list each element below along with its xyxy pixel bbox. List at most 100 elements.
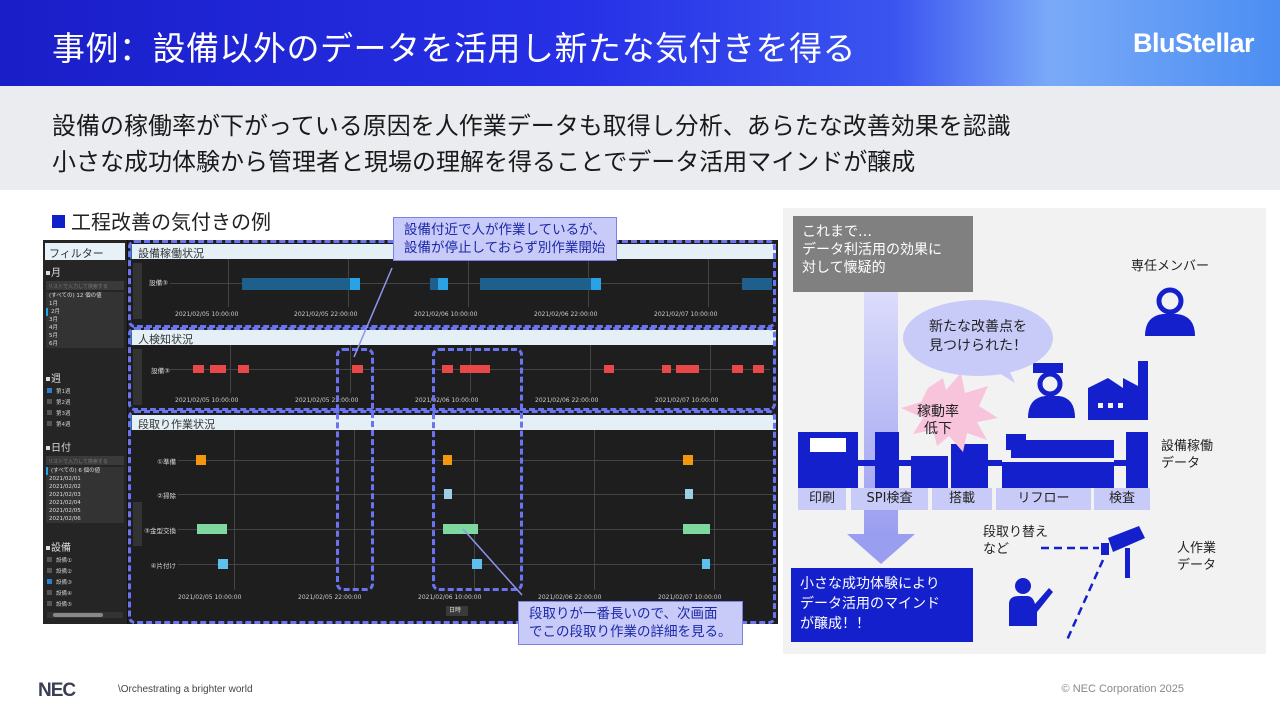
- footer-tagline: \Orchestrating a brighter world: [118, 684, 253, 695]
- filter-equipment-label: 設備: [46, 539, 124, 554]
- chart-controls[interactable]: [133, 349, 142, 405]
- week-checkbox[interactable]: 第4週: [47, 421, 123, 429]
- scrollbar-thumb[interactable]: [53, 613, 103, 617]
- slide-title: 事例：設備以外のデータを活用し新たな気付きを得る: [52, 29, 856, 68]
- clean-block[interactable]: [444, 489, 452, 499]
- row-label: 設備③: [151, 367, 170, 375]
- equipment-checkbox[interactable]: 設備⑤: [47, 601, 123, 609]
- date-item[interactable]: 2021/02/02: [49, 484, 81, 490]
- nec-logo: NEC: [38, 680, 76, 701]
- running-bar-end[interactable]: [591, 278, 601, 290]
- speech-bubble: 新たな改善点を 見つけられた！: [903, 300, 1053, 376]
- checkbox-icon: [47, 421, 52, 426]
- human-detected-block[interactable]: [238, 365, 249, 373]
- granularity-select[interactable]: 日時: [446, 606, 468, 616]
- date-item[interactable]: 2021/02/01: [49, 476, 81, 482]
- dedicated-member-label: 専任メンバー: [1131, 259, 1210, 274]
- human-detected-block[interactable]: [442, 365, 453, 373]
- chart-controls[interactable]: [133, 263, 142, 319]
- equipment-checkbox[interactable]: 設備③: [47, 579, 123, 587]
- human-detection-chart: 設備③ 2021/02/05 10:00:00 2021/02/05 22:00…: [130, 345, 776, 409]
- equipment-data-label: 設備稼働 データ: [1161, 439, 1214, 471]
- date-list: (すべての) 6 個の値 2021/02/01 2021/02/02 2021/…: [46, 467, 124, 523]
- cleanup-block[interactable]: [702, 559, 710, 569]
- panel-title: 段取り作業状況: [130, 415, 776, 431]
- human-detected-block[interactable]: [604, 365, 614, 373]
- human-detected-block[interactable]: [676, 365, 699, 373]
- week-checkbox[interactable]: 第1週: [47, 388, 123, 396]
- human-detected-block[interactable]: [753, 365, 764, 373]
- month-item[interactable]: 1月: [49, 301, 58, 307]
- mold-change-block[interactable]: [197, 524, 227, 534]
- clean-block[interactable]: [685, 489, 693, 499]
- running-bar[interactable]: [742, 278, 772, 290]
- prep-block[interactable]: [196, 455, 206, 465]
- highlight-column-2: [432, 348, 523, 591]
- date-item[interactable]: 2021/02/06: [49, 516, 81, 522]
- human-detected-block[interactable]: [352, 365, 363, 373]
- equipment-checkbox[interactable]: 設備②: [47, 568, 123, 576]
- month-item[interactable]: 5月: [49, 333, 58, 339]
- filter-scrollbar[interactable]: [47, 612, 123, 618]
- month-list: (すべての) 12 個の値 1月 2月 3月 4月 5月 6月: [46, 292, 124, 348]
- date-item[interactable]: (すべての) 6 個の値: [46, 467, 124, 475]
- process-reflow: リフロー: [996, 488, 1091, 510]
- human-detected-block[interactable]: [662, 365, 671, 373]
- date-search-input[interactable]: リストで入力して検索する: [46, 456, 124, 465]
- running-bar[interactable]: [480, 278, 591, 290]
- process-spi: SPI検査: [851, 488, 928, 510]
- human-detection-panel: 人検知状況 設備③ 2021/02/05 10:00:00 2021/02/05…: [130, 330, 776, 410]
- burst-text: 稼動率 低下: [917, 404, 959, 437]
- subtitle-line-1: 設備の稼働率が下がっている原因を人作業データも取得し分析、あらたな改善効果を認識: [52, 112, 1011, 140]
- chart-controls[interactable]: [133, 502, 142, 546]
- checkbox-checked-icon: [47, 388, 52, 393]
- equipment-checkbox[interactable]: 設備④: [47, 590, 123, 598]
- process-mount: 搭載: [932, 488, 992, 510]
- week-checkbox[interactable]: 第2週: [47, 399, 123, 407]
- mold-change-block[interactable]: [683, 524, 710, 534]
- process-print: 印刷: [798, 488, 846, 510]
- row-label: 設備③: [149, 279, 168, 287]
- month-search-input[interactable]: リストで入力して検索する: [46, 281, 124, 290]
- month-item-selected[interactable]: 2月: [46, 308, 124, 316]
- checkbox-icon: [47, 568, 52, 573]
- human-detected-block[interactable]: [732, 365, 743, 373]
- slide-header: 事例：設備以外のデータを活用し新たな気付きを得る BluStellar: [0, 0, 1280, 86]
- human-work-data-label: 人作業 データ: [1177, 541, 1217, 573]
- human-detected-block[interactable]: [193, 365, 204, 373]
- human-detected-block[interactable]: [210, 365, 226, 373]
- month-item[interactable]: 4月: [49, 325, 58, 331]
- filter-month-label: 月: [46, 264, 124, 279]
- subtitle-line-2: 小さな成功体験から管理者と現場の理解を得ることでデータ活用マインドが醸成: [52, 148, 916, 176]
- filter-week-label: 週: [46, 370, 124, 385]
- week-checkbox[interactable]: 第3週: [47, 410, 123, 418]
- prep-block[interactable]: [683, 455, 693, 465]
- checkbox-checked-icon: [47, 579, 52, 584]
- prep-block[interactable]: [443, 455, 452, 465]
- square-bullet-icon: [52, 215, 65, 228]
- month-item[interactable]: 3月: [49, 317, 58, 323]
- checkbox-icon: [47, 601, 52, 606]
- mold-change-block[interactable]: [443, 524, 478, 534]
- callout-top: 設備付近で人が作業しているが、 設備が停止しておらず別作業開始: [393, 217, 617, 261]
- checkbox-icon: [47, 410, 52, 415]
- equipment-status-chart: 設備③ 2021/02/05 10:00:00 2021/02/05 22:00…: [130, 259, 776, 323]
- date-item[interactable]: 2021/02/04: [49, 500, 81, 506]
- running-bar[interactable]: [242, 278, 350, 290]
- month-item[interactable]: 6月: [49, 341, 58, 347]
- highlight-human-detection: [128, 327, 776, 411]
- checkbox-icon: [47, 399, 52, 404]
- highlight-column-1: [336, 348, 374, 591]
- checkbox-icon: [47, 557, 52, 562]
- section-label: 工程改善の気付きの例: [52, 206, 271, 235]
- date-item[interactable]: 2021/02/05: [49, 508, 81, 514]
- footer-copyright: © NEC Corporation 2025: [1061, 683, 1184, 695]
- month-item[interactable]: (すべての) 12 個の値: [49, 293, 102, 299]
- human-detected-block[interactable]: [460, 365, 490, 373]
- running-bar[interactable]: [430, 278, 438, 290]
- cleanup-block[interactable]: [218, 559, 228, 569]
- equipment-checkbox[interactable]: 設備①: [47, 557, 123, 565]
- checkbox-icon: [47, 590, 52, 595]
- date-item[interactable]: 2021/02/03: [49, 492, 81, 498]
- running-bar-end[interactable]: [438, 278, 448, 290]
